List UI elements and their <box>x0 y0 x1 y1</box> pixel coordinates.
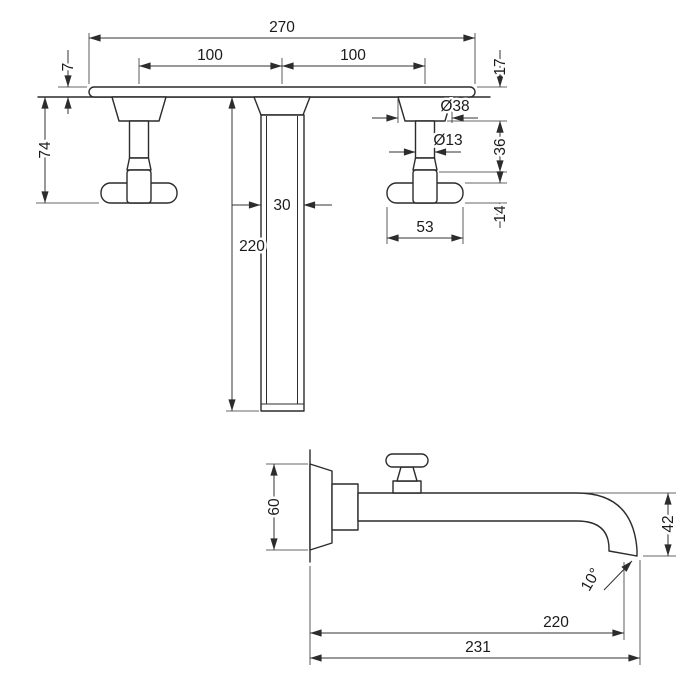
front-dimensions: 270 100 100 7 74 Ø38 <box>35 17 512 412</box>
right-cone <box>412 157 438 171</box>
dim-left-spacing: 100 <box>197 47 223 64</box>
handle-flange-side <box>392 480 422 494</box>
left-handle <box>100 96 178 204</box>
dim-spout-width: 30 <box>273 197 291 214</box>
spout-front <box>253 96 311 412</box>
dim-spout-reach: 220 <box>543 614 569 631</box>
spout-escutcheon <box>253 96 311 116</box>
front-view: 270 100 100 7 74 Ø38 <box>35 17 512 412</box>
dim-handle-projection: 74 <box>37 141 54 159</box>
dim-escutcheon-diameter: Ø38 <box>440 98 469 115</box>
dim-arm-thickness: 14 <box>492 205 509 223</box>
dim-spout-drop: 42 <box>660 515 677 532</box>
left-cone <box>126 157 152 171</box>
right-handle <box>386 96 464 204</box>
right-stem <box>414 120 436 159</box>
dim-handle-width: 53 <box>416 219 433 236</box>
side-view: 60 42 10° 220 231 <box>264 449 680 665</box>
spout-body <box>260 114 305 412</box>
left-escutcheon <box>111 96 167 122</box>
side-escutcheon <box>309 463 333 551</box>
right-hub <box>412 169 438 204</box>
mounting-plate <box>88 86 476 98</box>
dim-right-spacing: 100 <box>340 47 366 64</box>
dim-plate-thickness: 7 <box>60 63 77 72</box>
handle-neck-side <box>396 466 418 482</box>
spout-side <box>357 492 638 557</box>
left-hub <box>126 169 152 204</box>
dim-handle-body-height: 36 <box>492 138 509 155</box>
dim-spout-length: 220 <box>239 238 265 255</box>
right-escutcheon <box>397 96 453 122</box>
spout-base <box>331 483 359 531</box>
handle-bar-side <box>385 453 429 468</box>
dim-overall-reach: 231 <box>465 639 491 656</box>
angle-leader-line <box>603 560 633 591</box>
dim-side-escutcheon-height: 60 <box>266 498 283 516</box>
left-stem <box>128 120 150 159</box>
dim-escutcheon-height: 17 <box>492 58 509 75</box>
dim-spout-angle: 10° <box>578 565 604 594</box>
dim-stem-diameter: Ø13 <box>433 132 462 149</box>
dim-overall-width: 270 <box>269 19 295 36</box>
